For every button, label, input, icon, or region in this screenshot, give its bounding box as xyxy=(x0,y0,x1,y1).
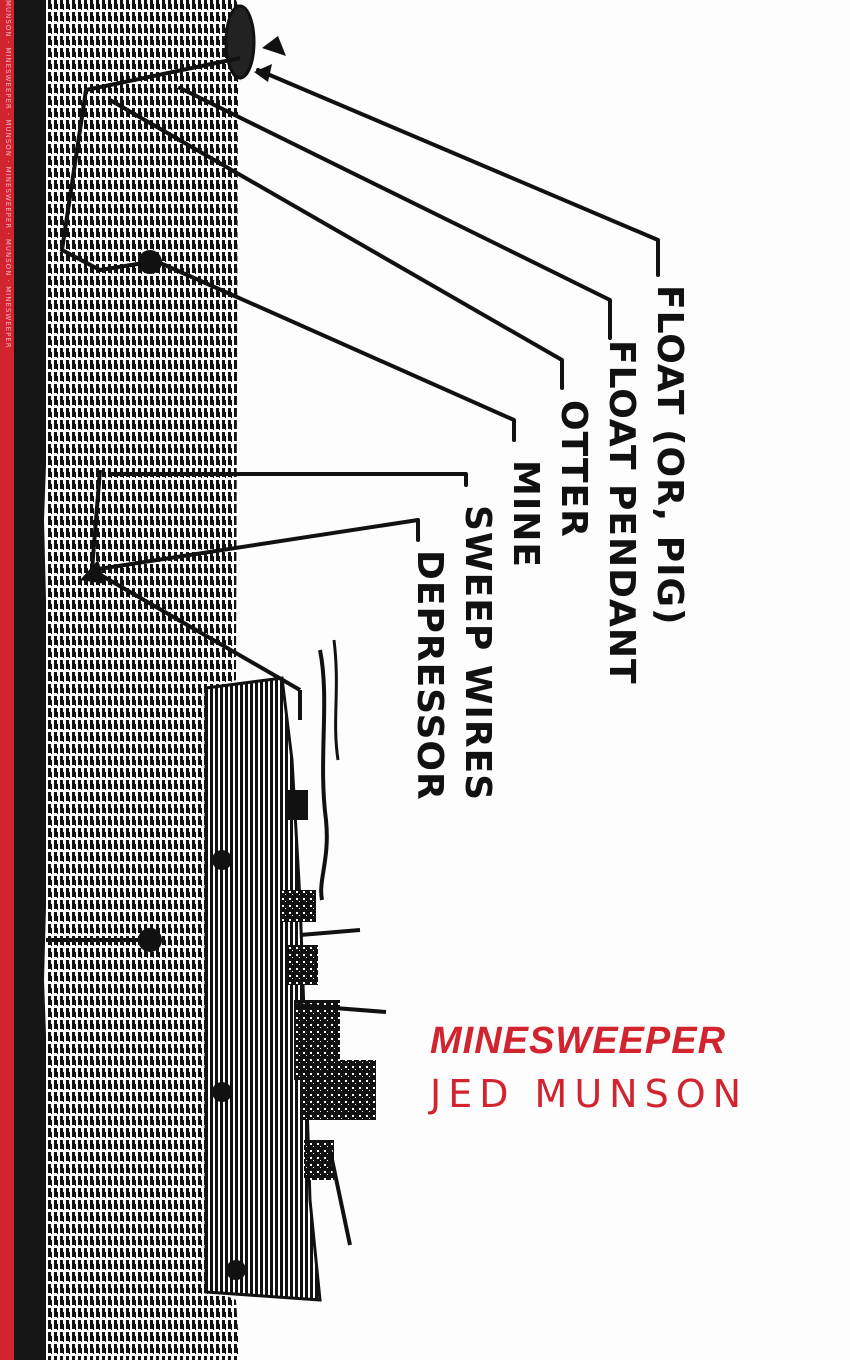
spine-text: MUNSON · MINESWEEPER · MUNSON · MINESWEE… xyxy=(4,0,12,349)
book-author: JED MUNSON xyxy=(430,1072,749,1116)
float-shape xyxy=(224,4,256,80)
leader-mine xyxy=(156,260,516,442)
title-block: MINESWEEPER JED MUNSON xyxy=(430,1020,810,1116)
superstructure-block xyxy=(282,890,316,922)
label-mine: MINE xyxy=(505,460,546,568)
diagram-labels: FLOAT (OR, PIG) FLOAT PENDANT OTTER MINE… xyxy=(409,240,701,802)
rigging-line xyxy=(328,1149,352,1246)
superstructure-block xyxy=(300,1060,376,1120)
leader-float xyxy=(256,68,660,277)
label-float: FLOAT (OR, PIG) xyxy=(649,285,690,626)
leader-float-pendant xyxy=(178,86,612,340)
hull-detail xyxy=(212,1082,232,1102)
yard-arm xyxy=(299,928,361,937)
dark-edge-band xyxy=(14,0,52,1360)
superstructure-block xyxy=(288,790,308,820)
depressor-shape xyxy=(80,560,106,584)
spine-strip: MUNSON · MINESWEEPER · MUNSON · MINESWEE… xyxy=(0,0,14,1360)
leader-sweep-wires xyxy=(108,472,468,487)
superstructure-block xyxy=(288,945,318,985)
book-title: MINESWEEPER xyxy=(430,1020,727,1062)
hull-detail xyxy=(212,850,232,870)
label-float-pendant: FLOAT PENDANT xyxy=(601,340,642,685)
yard-arm xyxy=(295,1003,387,1014)
water-texture xyxy=(46,0,244,1360)
label-depressor: DEPRESSOR xyxy=(409,550,450,801)
mast xyxy=(332,639,340,761)
arrow-head xyxy=(254,64,272,82)
leader-depressor xyxy=(90,518,420,572)
label-sweep-wires: SWEEP WIRES xyxy=(457,505,498,802)
label-otter: OTTER xyxy=(553,400,594,538)
leader-lines xyxy=(90,68,660,572)
mine-shape xyxy=(138,250,162,274)
leader-otter xyxy=(108,98,564,390)
hull-detail xyxy=(226,1260,246,1280)
float-flag xyxy=(262,36,286,56)
paravane-shape xyxy=(138,928,162,952)
towing-gear xyxy=(46,56,301,942)
ship-hull xyxy=(204,676,322,1302)
mast xyxy=(318,649,329,901)
superstructure-block xyxy=(304,1140,334,1180)
